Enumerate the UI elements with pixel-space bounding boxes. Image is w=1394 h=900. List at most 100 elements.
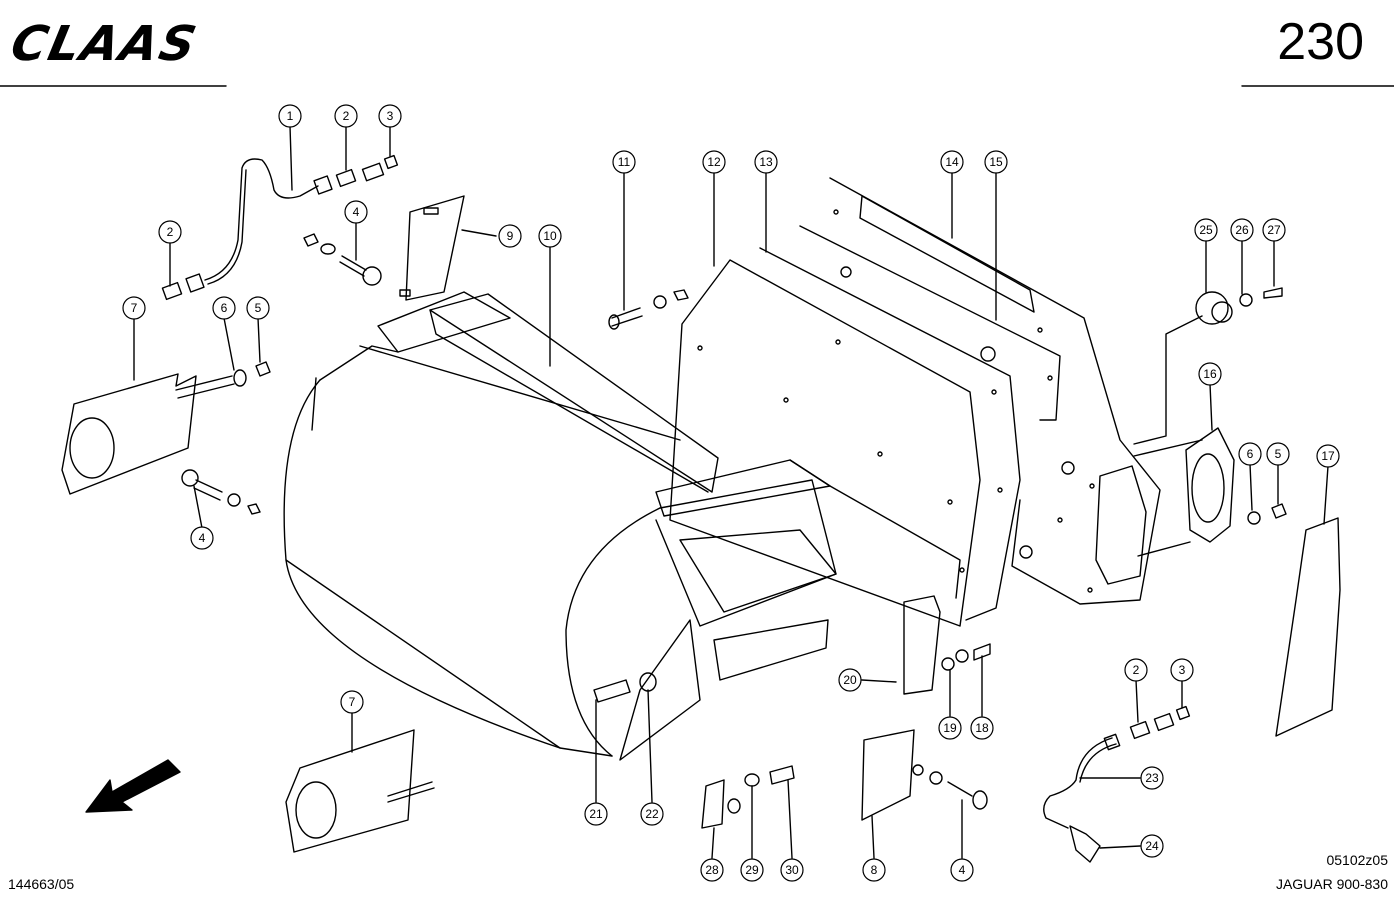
callout-circle — [122, 296, 146, 320]
callout-circle — [984, 150, 1008, 174]
angle-rail-10 — [429, 293, 719, 493]
page-number: 230 — [1277, 13, 1364, 71]
bracket-9 — [405, 195, 465, 301]
callout-circle — [1170, 658, 1194, 682]
callout-number: 25 — [1199, 223, 1213, 237]
callout-13: 13 — [754, 150, 778, 174]
plate-7-upper — [61, 373, 197, 495]
callout-3: 3 — [1170, 658, 1194, 682]
callout-circle — [1140, 766, 1164, 790]
callout-circle — [702, 150, 726, 174]
callout-circle — [838, 668, 862, 692]
callout-number: 11 — [618, 155, 631, 169]
callout-10: 10 — [538, 224, 562, 248]
callout-circle — [246, 296, 270, 320]
direction-arrow — [85, 759, 181, 813]
callout-4: 4 — [190, 526, 214, 550]
callout-number: 24 — [1145, 839, 1159, 853]
bolt-30 — [769, 765, 795, 785]
washer-6 — [233, 369, 247, 387]
plate-14 — [829, 177, 1161, 605]
callout-circle — [640, 802, 664, 826]
callout-16: 16 — [1198, 362, 1222, 386]
callout-number: 12 — [707, 155, 721, 169]
callout-number: 30 — [785, 863, 799, 877]
bolt-18 — [973, 643, 991, 661]
callout-circle — [1140, 834, 1164, 858]
callout-number: 15 — [989, 155, 1003, 169]
washer-29 — [744, 773, 760, 787]
callout-circle — [1230, 218, 1254, 242]
callout-number: 3 — [1179, 663, 1186, 677]
callout-circle — [1316, 444, 1340, 468]
washer-6r — [1247, 511, 1261, 525]
callout-number: 17 — [1321, 449, 1335, 463]
callout-circle — [1266, 442, 1290, 466]
callout-26: 26 — [1230, 218, 1254, 242]
callout-2: 2 — [334, 104, 358, 128]
carriage-bolt-4 — [362, 266, 382, 286]
callout-number: 2 — [1133, 663, 1140, 677]
callout-24: 24 — [1140, 834, 1164, 858]
callout-circle — [700, 858, 724, 882]
callout-number: 14 — [945, 155, 959, 169]
rubber-mount-25 — [1195, 291, 1229, 325]
callout-circle — [740, 858, 764, 882]
callout-number: 2 — [343, 109, 350, 123]
cap-3b — [1175, 705, 1191, 721]
callout-5: 5 — [246, 296, 270, 320]
callout-circle — [1262, 218, 1286, 242]
bracket-8 — [861, 729, 915, 821]
model-label: JAGUAR 900-830 — [1275, 876, 1388, 892]
callout-2: 2 — [158, 220, 182, 244]
union-2b — [161, 281, 183, 301]
callout-2: 2 — [1124, 658, 1148, 682]
callout-14: 14 — [940, 150, 964, 174]
callout-6: 6 — [1238, 442, 1262, 466]
callout-number: 26 — [1235, 223, 1249, 237]
callout-number: 19 — [943, 721, 957, 735]
pipe-nut — [313, 175, 333, 195]
callout-circle — [584, 802, 608, 826]
callout-circle — [780, 858, 804, 882]
callout-6: 6 — [212, 296, 236, 320]
callout-number: 18 — [975, 721, 989, 735]
callout-number: 16 — [1203, 367, 1217, 381]
callout-number: 20 — [843, 673, 857, 687]
callout-number: 9 — [507, 229, 514, 243]
callout-number: 22 — [645, 807, 659, 821]
cylinder-end — [565, 507, 661, 757]
cap-3 — [383, 154, 399, 170]
callout-number: 2 — [167, 225, 174, 239]
callout-number: 8 — [871, 863, 878, 877]
callout-5: 5 — [1266, 442, 1290, 466]
callout-number: 1 — [287, 109, 294, 123]
pipe-1 — [204, 158, 319, 281]
callout-7: 7 — [122, 296, 146, 320]
washer-26 — [1239, 293, 1253, 307]
doc-id: 144663/05 — [8, 876, 75, 892]
clamp-28 — [701, 779, 725, 829]
callout-17: 17 — [1316, 444, 1340, 468]
callout-circle — [190, 526, 214, 550]
callout-circle — [158, 220, 182, 244]
callout-circle — [938, 716, 962, 740]
callout-circle — [950, 858, 974, 882]
bolt-21 — [593, 679, 631, 703]
callout-8: 8 — [862, 858, 886, 882]
callout-25: 25 — [1194, 218, 1218, 242]
union-2c — [1129, 720, 1151, 740]
callout-number: 29 — [745, 863, 759, 877]
callout-27: 27 — [1262, 218, 1286, 242]
callout-circle — [212, 296, 236, 320]
pipe-23 — [1043, 737, 1113, 829]
plate-15 — [799, 225, 1061, 421]
callout-circle — [344, 200, 368, 224]
callout-19: 19 — [938, 716, 962, 740]
callout-9: 9 — [498, 224, 522, 248]
callout-30: 30 — [780, 858, 804, 882]
drawing-code: 05102z05 — [1326, 852, 1388, 868]
bolt-4-lower — [181, 469, 199, 487]
callout-circle — [862, 858, 886, 882]
callout-3: 3 — [378, 104, 402, 128]
